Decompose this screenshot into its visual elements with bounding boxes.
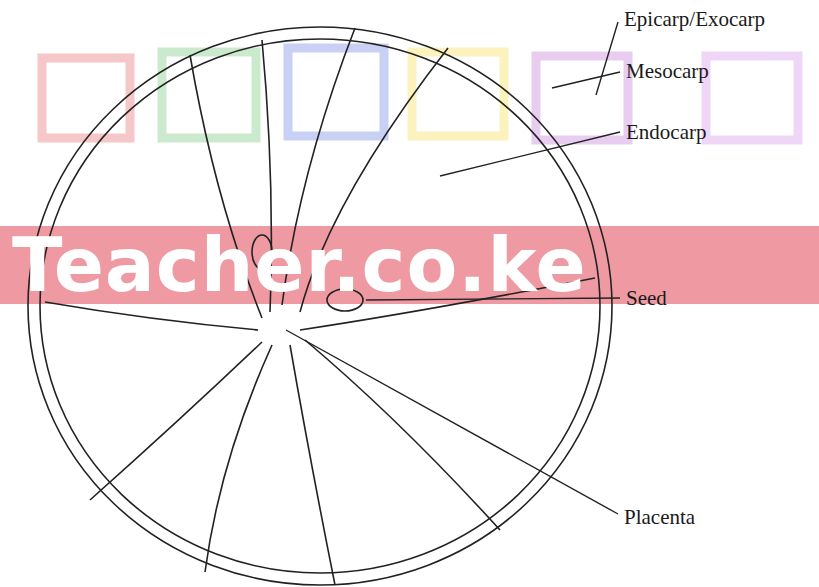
segment-wall — [290, 345, 335, 585]
watermark-square — [162, 52, 256, 138]
segment-wall — [205, 345, 272, 572]
leader-line — [440, 132, 620, 176]
watermark-square — [288, 48, 384, 136]
part-label: Endocarp — [626, 121, 706, 144]
watermark-square — [706, 56, 798, 140]
part-label: Epicarp/Exocarp — [624, 8, 765, 31]
part-label: Placenta — [624, 506, 695, 529]
epicarp-outline — [28, 27, 612, 585]
watermark-square — [536, 56, 628, 140]
watermark-band — [0, 226, 819, 304]
leader-line — [596, 22, 618, 95]
leader-line — [286, 330, 618, 514]
mesocarp-boundary — [40, 39, 600, 573]
part-label: Seed — [626, 287, 667, 310]
watermark-square — [42, 58, 130, 138]
segment-wall — [45, 302, 258, 330]
segment-wall — [305, 340, 500, 530]
segment-wall — [90, 342, 262, 500]
fruit-section — [28, 27, 612, 585]
leader-line — [552, 72, 620, 88]
watermark-text: Teacher.co.ke — [12, 228, 587, 302]
part-label: Mesocarp — [626, 60, 709, 83]
